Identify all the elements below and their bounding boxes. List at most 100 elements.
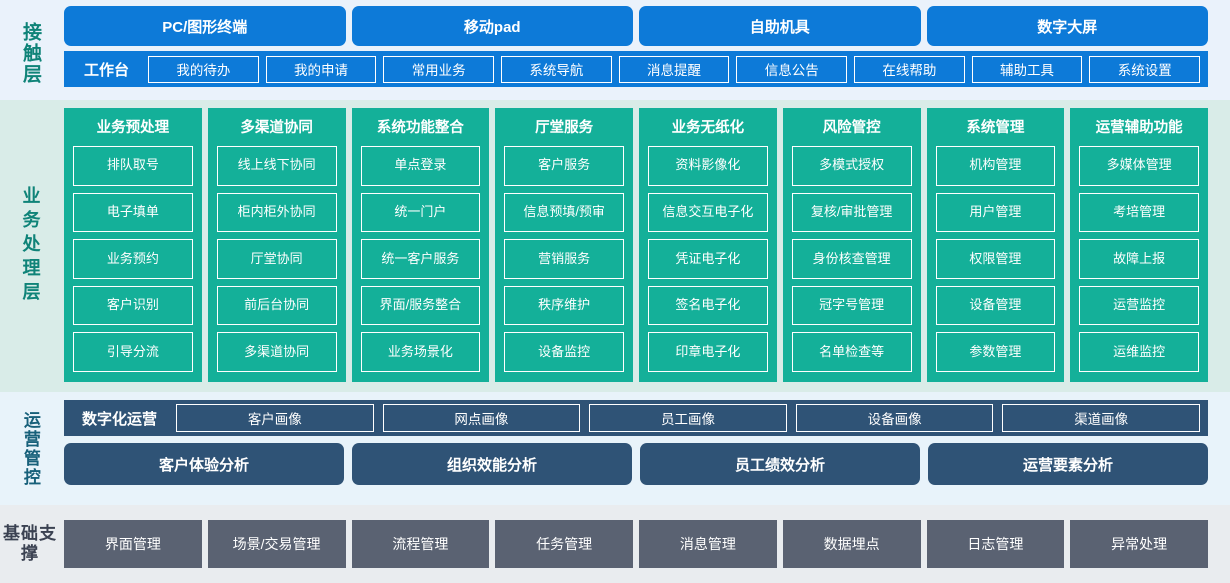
layer-contact: 接触层 PC/图形终端 移动pad 自助机具 数字大屏 工作台 我的待办 我的申…: [0, 0, 1230, 100]
business-item[interactable]: 统一门户: [360, 192, 481, 233]
business-column-risk-control: 风险管控 多模式授权 复核/审批管理 身份核查管理 冠字号管理 名单检查等: [782, 108, 921, 382]
business-item[interactable]: 多媒体管理: [1079, 146, 1199, 186]
layer-business-body: 业务预处理 排队取号 电子填单 业务预约 客户识别 引导分流 多渠道协同 线上线…: [60, 100, 1230, 392]
business-column-title: 系统管理: [966, 120, 1025, 136]
business-item[interactable]: 名单检查等: [791, 332, 912, 372]
business-item[interactable]: 业务场景化: [360, 332, 481, 372]
workbench-item-common-business[interactable]: 常用业务: [383, 55, 495, 83]
workbench-item-online-help[interactable]: 在线帮助: [854, 55, 965, 83]
foundation-item-ui-management[interactable]: 界面管理: [64, 520, 202, 568]
workbench-item-info-announcement[interactable]: 信息公告: [736, 55, 848, 83]
layer-label-contact: 接触层: [0, 6, 60, 100]
portrait-item-channel[interactable]: 渠道画像: [1002, 404, 1200, 432]
business-item[interactable]: 用户管理: [935, 192, 1056, 233]
layer-business: 业务处理层 业务预处理 排队取号 电子填单 业务预约 客户识别 引导分流 多渠道…: [0, 100, 1230, 392]
foundation-item-data-tracking[interactable]: 数据埋点: [782, 520, 921, 568]
business-item[interactable]: 签名电子化: [648, 285, 768, 326]
layer-operations-body: 数字化运营 客户画像 网点画像 员工画像 设备画像 渠道画像 客户体验分析 组织…: [60, 392, 1230, 505]
business-item[interactable]: 电子填单: [73, 192, 193, 233]
foundation-item-process-management[interactable]: 流程管理: [351, 520, 490, 568]
business-item[interactable]: 冠字号管理: [791, 285, 912, 326]
business-column-operation-assist: 运营辅助功能 多媒体管理 考培管理 故障上报 运营监控 运维监控: [1070, 108, 1208, 382]
business-item[interactable]: 业务预约: [73, 239, 193, 279]
business-column-title: 系统功能整合: [376, 120, 464, 136]
business-item[interactable]: 秩序维护: [504, 285, 624, 326]
business-column-title: 厅堂服务: [535, 120, 594, 136]
business-item[interactable]: 多渠道协同: [216, 332, 337, 372]
business-item[interactable]: 单点登录: [360, 146, 481, 186]
business-item[interactable]: 多模式授权: [791, 146, 912, 186]
business-item[interactable]: 柜内柜外协同: [216, 192, 337, 233]
analysis-item-employee-performance[interactable]: 员工绩效分析: [640, 443, 920, 485]
portrait-item-customer[interactable]: 客户画像: [176, 404, 374, 432]
business-item[interactable]: 参数管理: [935, 332, 1056, 372]
workbench-item-system-settings[interactable]: 系统设置: [1089, 55, 1201, 83]
layer-label-contact-text: 接触层: [19, 21, 41, 85]
business-columns: 业务预处理 排队取号 电子填单 业务预约 客户识别 引导分流 多渠道协同 线上线…: [60, 100, 1230, 392]
business-item[interactable]: 统一客户服务: [360, 239, 481, 279]
workbench-title: 工作台: [84, 61, 130, 79]
layer-label-business-text: 业务处理层: [20, 186, 41, 306]
business-item[interactable]: 信息预填/预审: [504, 192, 624, 233]
business-item[interactable]: 前后台协同: [216, 285, 337, 326]
business-item[interactable]: 运营监控: [1079, 285, 1199, 326]
business-item[interactable]: 界面/服务整合: [360, 285, 481, 326]
analysis-item-operation-factor[interactable]: 运营要素分析: [928, 443, 1208, 485]
business-item[interactable]: 设备管理: [935, 285, 1056, 326]
foundation-item-scenario-transaction[interactable]: 场景/交易管理: [207, 520, 346, 568]
workbench-item-system-navigation[interactable]: 系统导航: [501, 55, 612, 83]
layer-label-foundation-text: 基础支撑: [3, 524, 57, 563]
layer-label-operations-text: 运营管控: [20, 410, 40, 487]
channel-row: PC/图形终端 移动pad 自助机具 数字大屏: [60, 6, 1230, 46]
business-item[interactable]: 身份核查管理: [791, 239, 912, 279]
business-item[interactable]: 设备监控: [504, 332, 624, 372]
workbench-item-my-application[interactable]: 我的申请: [265, 55, 377, 83]
business-item[interactable]: 考培管理: [1079, 192, 1199, 233]
portrait-item-branch[interactable]: 网点画像: [382, 404, 581, 432]
digital-operations-title: 数字化运营: [82, 410, 158, 428]
workbench-item-message-reminder[interactable]: 消息提醒: [618, 55, 730, 83]
foundation-item-log-management[interactable]: 日志管理: [926, 520, 1065, 568]
portrait-item-employee[interactable]: 员工画像: [589, 404, 787, 432]
analysis-item-organization-efficiency[interactable]: 组织效能分析: [352, 443, 632, 485]
foundation-item-task-management[interactable]: 任务管理: [495, 520, 633, 568]
business-item[interactable]: 营销服务: [504, 239, 624, 279]
business-column-title: 运营辅助功能: [1095, 120, 1183, 136]
business-item[interactable]: 引导分流: [73, 332, 193, 372]
foundation-item-message-management[interactable]: 消息管理: [639, 520, 777, 568]
layer-label-business: 业务处理层: [0, 100, 60, 392]
business-item[interactable]: 故障上报: [1079, 239, 1199, 279]
channel-box-digital-screen[interactable]: 数字大屏: [926, 6, 1208, 46]
business-item[interactable]: 厅堂协同: [216, 239, 337, 279]
analysis-row: 客户体验分析 组织效能分析 员工绩效分析 运营要素分析: [64, 443, 1208, 485]
workbench-item-my-todo[interactable]: 我的待办: [148, 55, 259, 83]
business-column-hall-service: 厅堂服务 客户服务 信息预填/预审 营销服务 秩序维护 设备监控: [495, 108, 633, 382]
business-item[interactable]: 排队取号: [73, 146, 193, 186]
business-item[interactable]: 信息交互电子化: [648, 192, 768, 233]
channel-box-mobile-pad[interactable]: 移动pad: [351, 6, 633, 46]
business-item[interactable]: 机构管理: [935, 146, 1056, 186]
business-column-pre-processing: 业务预处理 排队取号 电子填单 业务预约 客户识别 引导分流: [64, 108, 202, 382]
foundation-item-exception-handling[interactable]: 异常处理: [1070, 520, 1208, 568]
channel-box-pc[interactable]: PC/图形终端: [64, 6, 346, 46]
business-item[interactable]: 印章电子化: [648, 332, 768, 372]
business-item[interactable]: 权限管理: [935, 239, 1056, 279]
business-item[interactable]: 凭证电子化: [648, 239, 768, 279]
business-item[interactable]: 线上线下协同: [216, 146, 337, 186]
business-item[interactable]: 客户识别: [73, 285, 193, 326]
business-item[interactable]: 复核/审批管理: [791, 192, 912, 233]
channel-box-self-service[interactable]: 自助机具: [639, 6, 921, 46]
business-item[interactable]: 运维监控: [1079, 332, 1199, 372]
business-column-multichannel: 多渠道协同 线上线下协同 柜内柜外协同 厅堂协同 前后台协同 多渠道协同: [207, 108, 346, 382]
business-column-title: 风险管控: [822, 120, 881, 136]
business-column-system-management: 系统管理 机构管理 用户管理 权限管理 设备管理 参数管理: [926, 108, 1065, 382]
business-item[interactable]: 客户服务: [504, 146, 624, 186]
portrait-item-device[interactable]: 设备画像: [795, 404, 994, 432]
layer-foundation-body: 界面管理 场景/交易管理 流程管理 任务管理 消息管理 数据埋点 日志管理 异常…: [60, 505, 1230, 583]
workbench-item-auxiliary-tools[interactable]: 辅助工具: [971, 55, 1083, 83]
business-item[interactable]: 资料影像化: [648, 146, 768, 186]
layer-foundation: 基础支撑 界面管理 场景/交易管理 流程管理 任务管理 消息管理 数据埋点 日志…: [0, 505, 1230, 583]
business-column-title: 业务预处理: [96, 120, 170, 136]
analysis-item-customer-experience[interactable]: 客户体验分析: [64, 443, 344, 485]
